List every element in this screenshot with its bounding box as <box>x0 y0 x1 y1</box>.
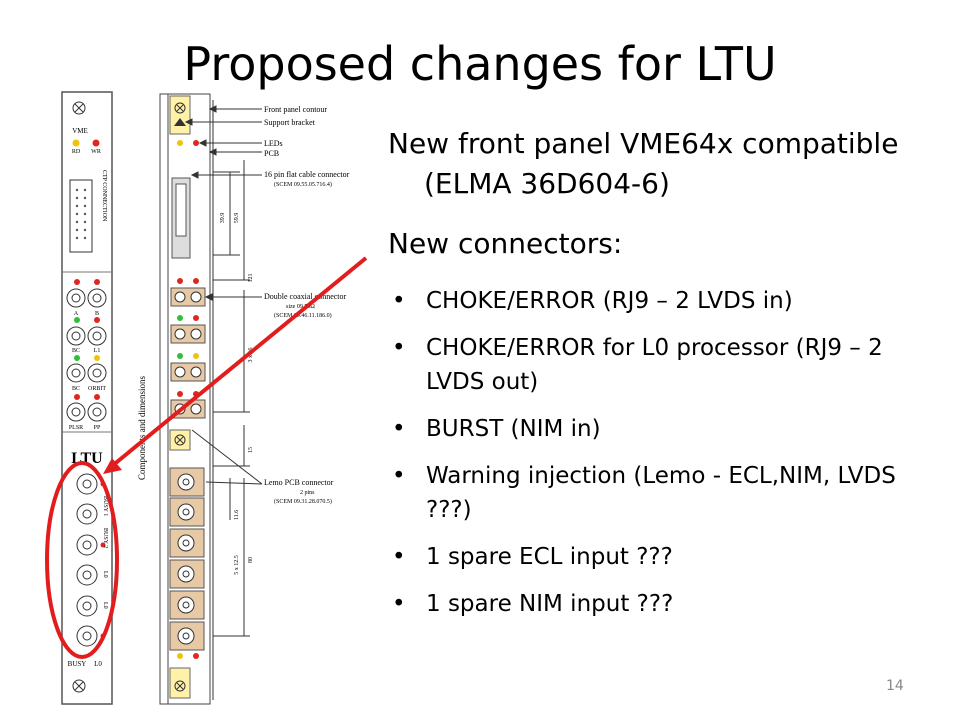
bracket-screw-top-icon <box>174 102 186 114</box>
lemo-label-l0b: L0 <box>102 602 108 609</box>
busy-label: BUSY <box>68 660 87 668</box>
dim-15: 15 <box>248 447 254 453</box>
coax-pair-1 <box>66 279 107 308</box>
bracket-screw-bottom-icon <box>174 680 186 692</box>
red-annotation <box>45 256 368 659</box>
body-paragraph-connectors: New connectors: <box>388 227 623 260</box>
coax-label-plsr: PLSR <box>69 425 83 431</box>
lemo-label-busy1: BUSY 1 <box>102 496 108 516</box>
bullet-icon: • <box>392 416 406 442</box>
bullet-icon: • <box>392 544 406 570</box>
dim-59-9: 59.9 <box>234 213 240 224</box>
list-item: •1 spare NIM input ??? <box>388 587 948 621</box>
panel-screw-bottom-icon <box>72 679 86 693</box>
list-item: •CHOKE/ERROR for L0 processor (RJ9 – 2 L… <box>388 331 948 399</box>
callout-leds: LEDs <box>264 139 283 148</box>
slide-body: New front panel VME64x compatible (ELMA … <box>388 124 948 634</box>
dim-121: 121 <box>248 274 254 283</box>
callout-flat-cable-ref: (SCEM 09.55.05.716.4) <box>274 181 332 188</box>
dim-39-9: 39.9 <box>220 213 226 224</box>
rd-label: RD <box>72 149 81 155</box>
coax-label-b: B <box>95 311 99 317</box>
callout-flat-cable: 16 pin flat cable connector <box>264 170 350 179</box>
highlight-arrow <box>110 256 368 468</box>
coax-pair-3 <box>66 355 107 383</box>
coax-label-pp: PP <box>94 425 101 431</box>
lemo-label-l0a: L0 <box>102 571 108 578</box>
list-item: •Warning injection (Lemo - ECL,NIM, LVDS… <box>388 459 948 527</box>
bullet-icon: • <box>392 288 406 314</box>
ctp-connector <box>69 179 93 253</box>
coax-label-bc2: BC <box>72 386 80 392</box>
slide-title: Proposed changes for LTU <box>183 37 777 91</box>
drawing-vertical-title: Components and dimensions <box>137 376 147 480</box>
bullet-icon: • <box>392 463 406 489</box>
dim-5x12-5: 5 x 12.5 <box>234 555 240 575</box>
list-item: •CHOKE/ERROR (RJ9 – 2 LVDS in) <box>388 284 948 318</box>
lemo-connectors <box>76 473 98 647</box>
support-bracket-top <box>169 95 191 135</box>
callout-pcb: PCB <box>264 149 279 158</box>
dim-80: 80 <box>248 557 254 563</box>
l0-label: L0 <box>94 660 102 668</box>
ctp-connection-label: CTP CONNECTION <box>101 170 107 222</box>
ctp-connector-pins-icon <box>75 188 87 240</box>
bullet-icon: • <box>392 591 406 617</box>
coax-pair-4 <box>66 394 107 422</box>
vme-label: VME <box>72 127 88 135</box>
coax-label-a: A <box>74 311 79 317</box>
coax-label-bc: BC <box>72 348 80 354</box>
callout-double-coax: Double coaxial connector <box>264 292 347 301</box>
callout-lemo: Lemo PCB connector <box>264 478 334 487</box>
callout-double-coax-ref: (SCEM 09.46.11.186.0) <box>274 312 332 319</box>
coax-pair-2 <box>66 317 107 346</box>
list-item: •1 spare ECL input ??? <box>388 540 948 574</box>
callout-lemo-pins: 2 pins <box>300 490 315 496</box>
callout-front-panel: Front panel contour <box>264 105 327 114</box>
panel-screw-top-icon <box>72 101 86 115</box>
dim-11-6: 11.6 <box>234 510 240 520</box>
page-number: 14 <box>886 678 904 694</box>
coax-label-l1: L1 <box>94 348 101 354</box>
wr-label: WR <box>91 149 101 155</box>
list-item: •BURST (NIM in) <box>388 412 948 446</box>
callout-lemo-ref: (SCEM 09.31.28.070.5) <box>274 498 332 505</box>
callout-double-coax-size: size 09.50Ω <box>286 304 315 310</box>
lemo-label-busy2: BUSY 2 <box>102 528 108 548</box>
highlight-ellipse <box>45 461 119 659</box>
led-red-icon <box>92 139 100 147</box>
callout-support-bracket: Support bracket <box>264 118 316 127</box>
bracket-screw-mid-icon <box>174 434 186 446</box>
side-view-drawing: Components and dimensions <box>137 93 350 705</box>
body-paragraph-front-panel: New front panel VME64x compatible (ELMA … <box>388 127 899 200</box>
connector-list: •CHOKE/ERROR (RJ9 – 2 LVDS in) •CHOKE/ER… <box>388 284 948 621</box>
dim-3x16: 3 x 16 <box>248 348 254 363</box>
led-yellow-icon <box>72 139 80 147</box>
coax-label-orbit: ORBIT <box>88 386 106 392</box>
arrowhead-icon <box>103 458 122 474</box>
front-panel: VME RD WR CTP CONNECTION A B BC L1 BC OR… <box>61 91 113 705</box>
bullet-icon: • <box>392 335 406 361</box>
